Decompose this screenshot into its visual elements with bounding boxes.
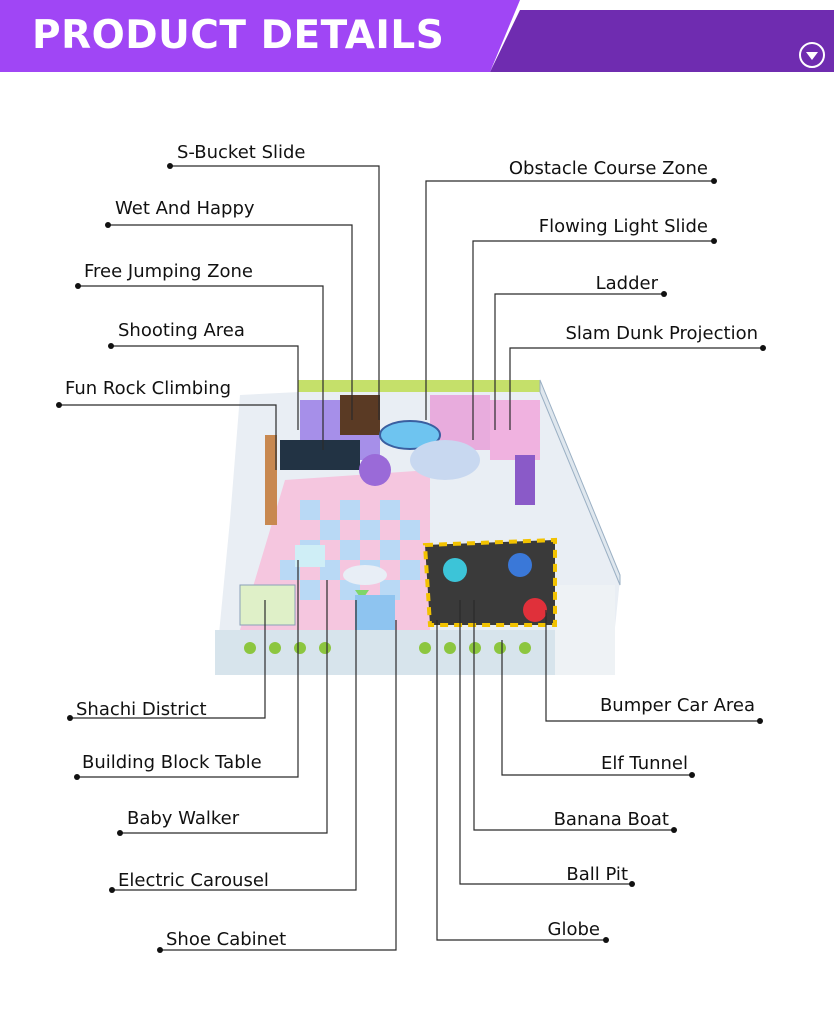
leader-lines [59, 165, 763, 951]
label-ladder: Ladder [595, 273, 658, 294]
chevron-down-circle-icon[interactable] [799, 42, 825, 68]
leader-dots [56, 163, 766, 953]
label-building-block-table: Building Block Table [82, 752, 262, 773]
label-electric-carousel: Electric Carousel [118, 870, 269, 891]
label-shooting-area: Shooting Area [118, 320, 245, 341]
label-s-bucket-slide: S-Bucket Slide [177, 142, 306, 163]
label-ball-pit: Ball Pit [566, 864, 628, 885]
label-wet-and-happy: Wet And Happy [115, 198, 255, 219]
label-shachi-district: Shachi District [76, 699, 207, 720]
label-banana-boat: Banana Boat [553, 809, 669, 830]
label-free-jumping-zone: Free Jumping Zone [84, 261, 253, 282]
label-flowing-light-slide: Flowing Light Slide [538, 216, 708, 237]
label-globe: Globe [547, 919, 600, 940]
label-fun-rock-climbing: Fun Rock Climbing [65, 378, 232, 399]
label-slam-dunk-projection: Slam Dunk Projection [565, 323, 758, 344]
page-title: PRODUCT DETAILS [32, 13, 445, 58]
header-banner: PRODUCT DETAILS [0, 0, 834, 72]
label-obstacle-course-zone: Obstacle Course Zone [508, 158, 708, 179]
label-baby-walker: Baby Walker [127, 808, 240, 829]
label-elf-tunnel: Elf Tunnel [601, 753, 688, 774]
playground-illustration [215, 379, 621, 675]
label-bumper-car-area: Bumper Car Area [599, 695, 755, 716]
banner-background [0, 0, 834, 72]
label-shoe-cabinet: Shoe Cabinet [166, 929, 287, 950]
